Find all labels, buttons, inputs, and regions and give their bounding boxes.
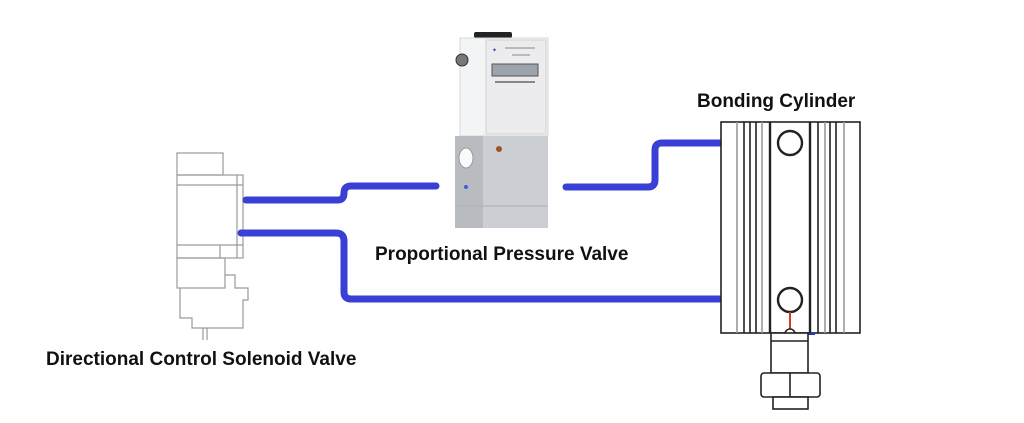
tube-solenoid-to-cylinder-bottom [237, 229, 794, 303]
svg-text:✦: ✦ [492, 47, 497, 54]
tube-solenoid-to-proportional [242, 182, 440, 204]
cylinder-port-top [776, 129, 804, 157]
air-tubes [237, 139, 794, 303]
bonding-cylinder [720, 121, 861, 410]
label-directional-control-solenoid-valve: Directional Control Solenoid Valve [46, 349, 357, 370]
label-bonding-cylinder: Bonding Cylinder [697, 91, 856, 112]
solenoid-valve [176, 152, 249, 340]
tube-proportional-to-cylinder-top [562, 139, 794, 191]
label-proportional-pressure-valve: Proportional Pressure Valve [375, 244, 629, 265]
proportional-pressure-valve: ✦ [455, 32, 549, 228]
